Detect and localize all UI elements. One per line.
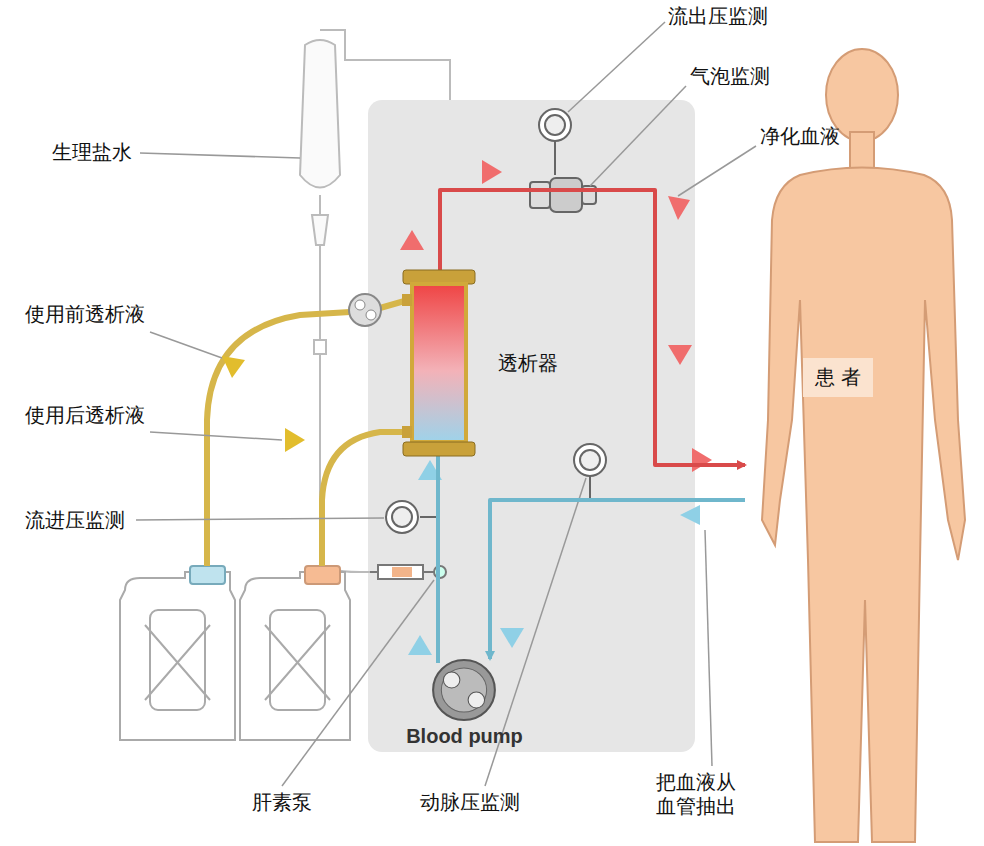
dialysate-tubes [207,300,408,566]
callout-label: 流进压监测 [25,508,125,532]
blood-tube [490,500,745,659]
callout-label: 净化血液 [760,124,840,148]
node-label: 透析器 [498,350,558,377]
machine-panel [368,100,695,752]
callout-label: 肝素泵 [252,790,312,814]
callout-label: 生理盐水 [52,140,132,164]
pressure-gauges [386,109,606,533]
callout-label: 把血液从 血管抽出 [650,770,742,818]
pump-node: Blood pump [395,655,534,752]
dialyzer-node: 透析器 [398,268,603,458]
callout-label: 动脉压监测 [420,790,520,814]
blood-tube [440,190,745,465]
flow-arrows [222,160,712,655]
dialysate-roller [349,294,381,326]
patient-node: 患 者 [745,40,980,846]
heparin-syringe [370,565,446,579]
node-label: 患 者 [803,358,873,397]
node-label: Blood pump [395,725,534,748]
callout-label: 使用后透析液 [25,403,145,427]
dialysate-canisters [120,566,350,740]
leader-lines [136,22,756,786]
blood-tube [436,446,440,663]
callout-label: 流出压监测 [668,4,768,28]
bubble-detector [530,178,596,212]
callout-label: 使用前透析液 [25,302,145,326]
patient-figure [745,40,980,846]
callout-label: 气泡监测 [690,64,770,88]
